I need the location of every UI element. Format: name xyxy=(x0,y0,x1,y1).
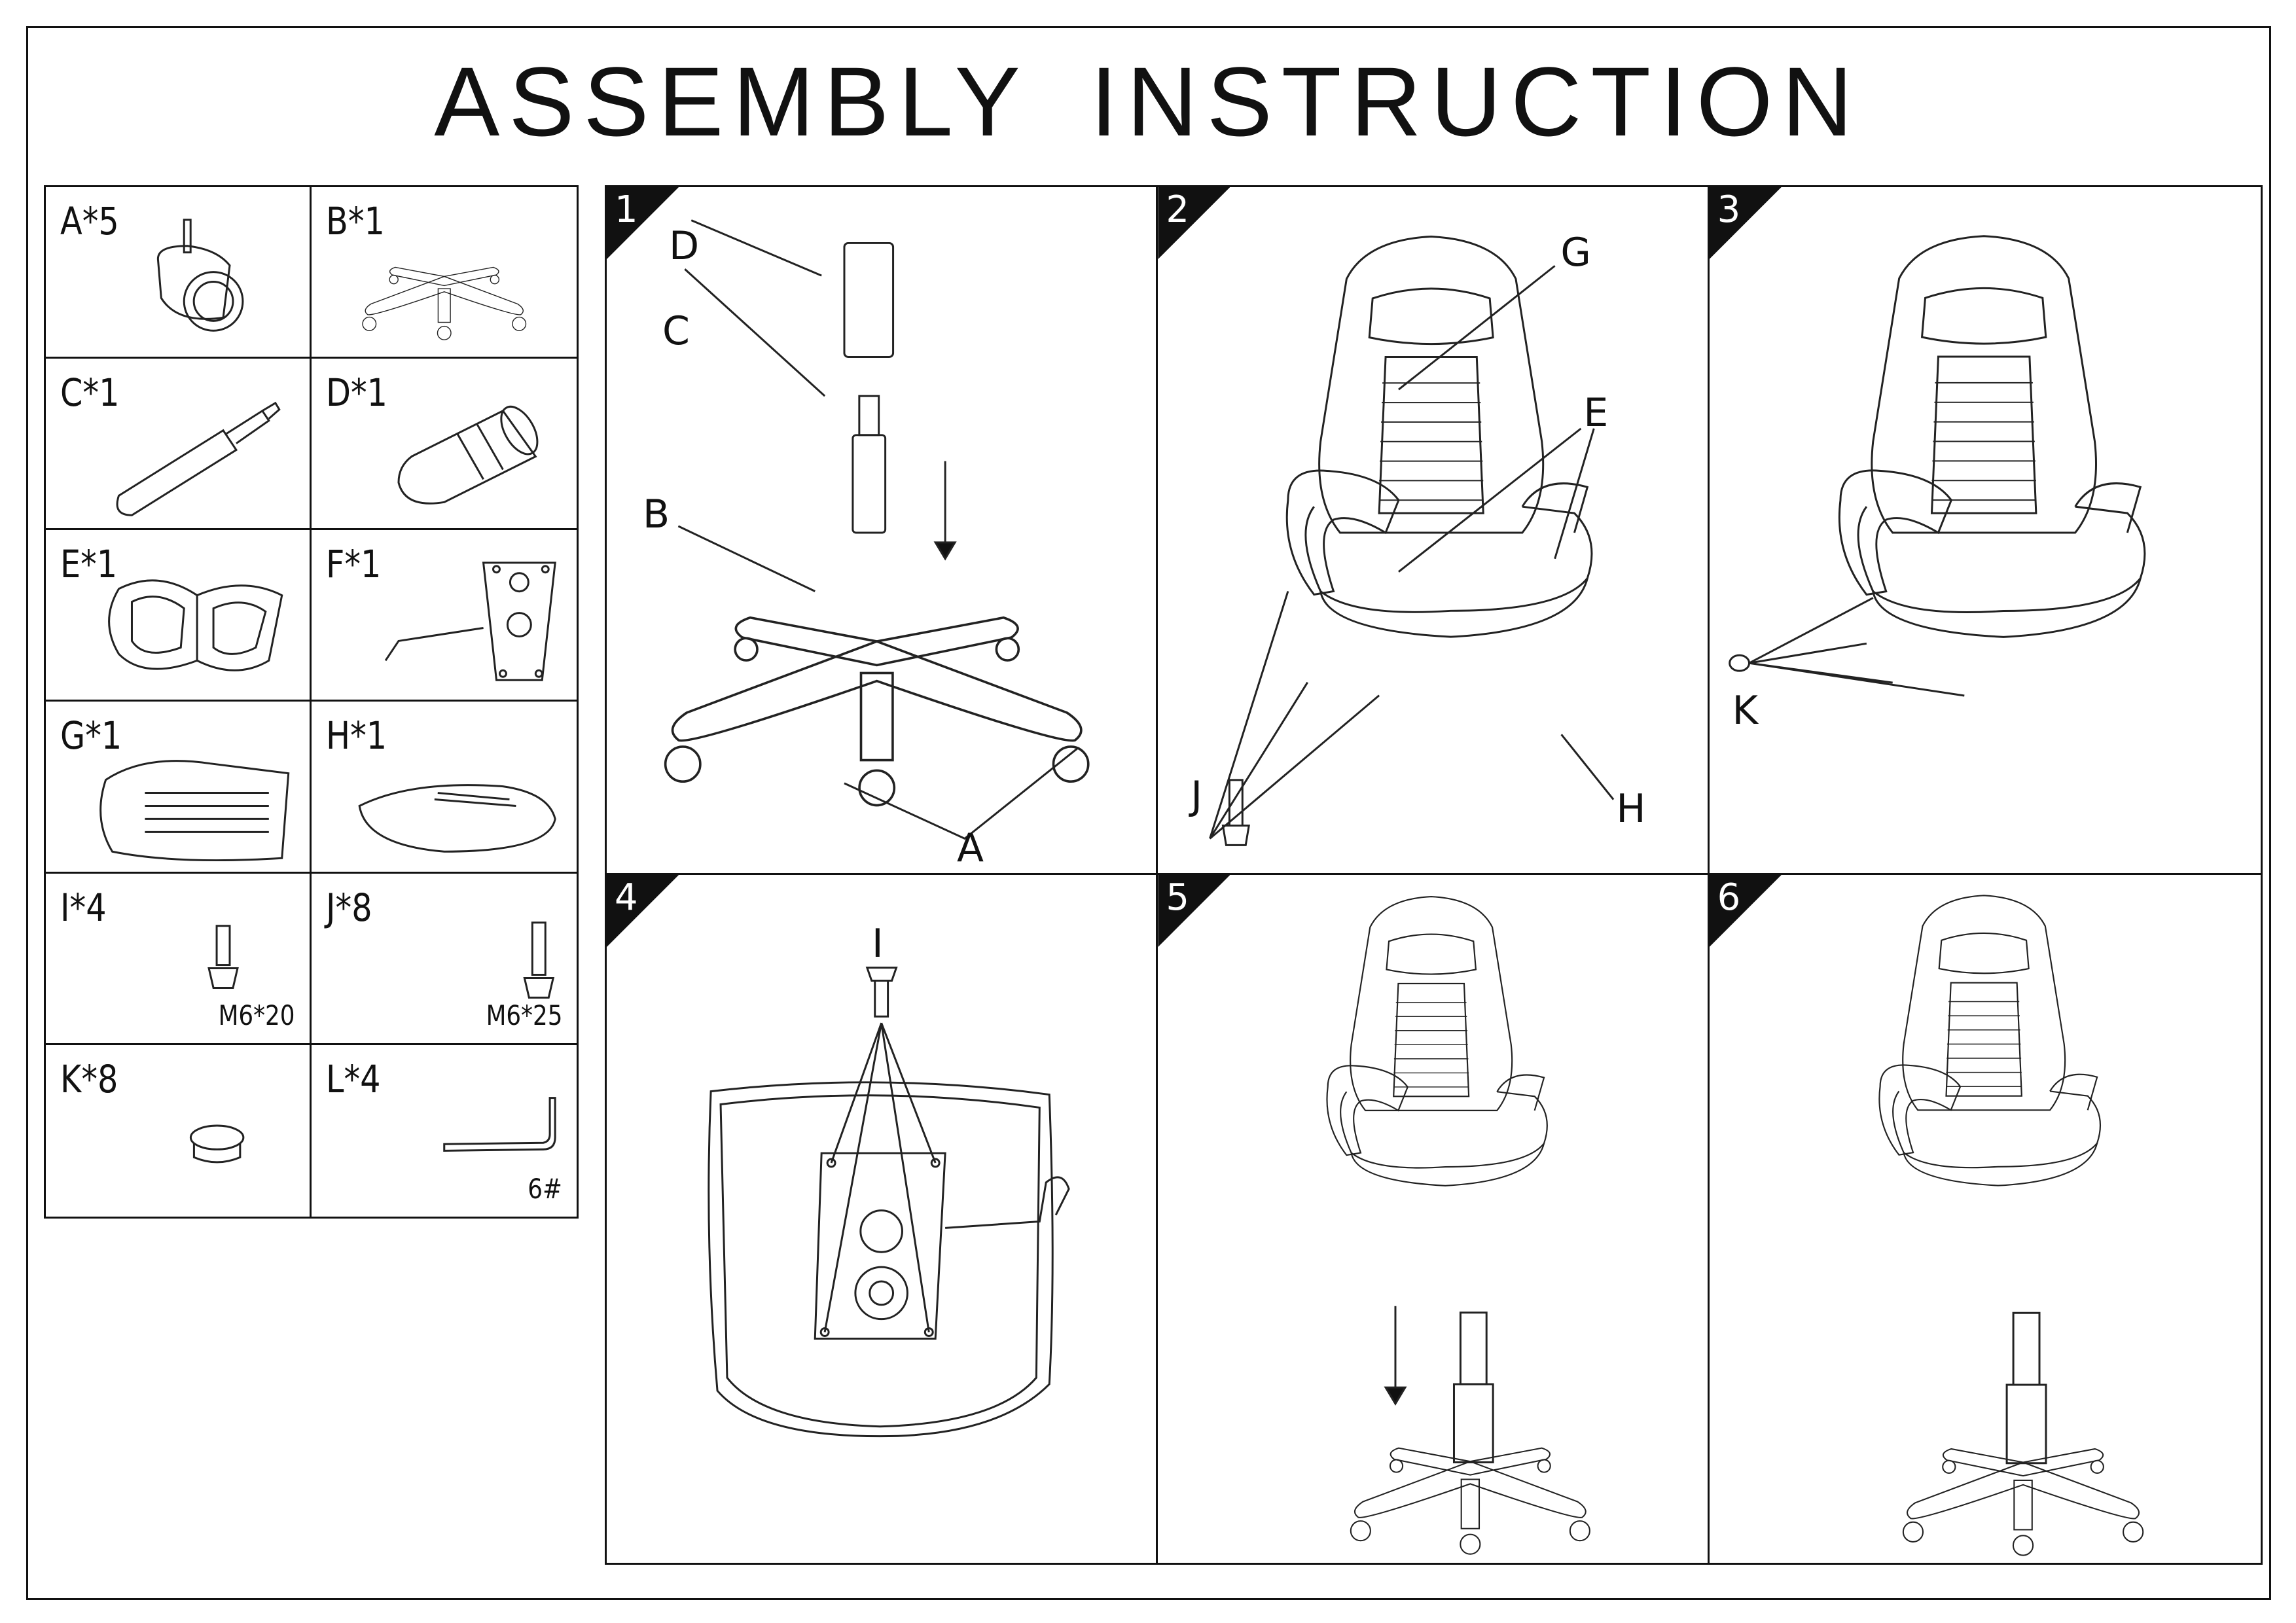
part-label: K*8 xyxy=(60,1056,118,1101)
bolt-icon xyxy=(207,924,239,989)
step-5-panel: 5 xyxy=(1158,875,1710,1563)
part-label: C*1 xyxy=(60,370,120,416)
base-assembly-illustration xyxy=(664,219,1090,840)
caster-wheel-icon xyxy=(156,219,244,332)
part-label: J*8 xyxy=(325,885,372,930)
armrest-seat-assembly-illustration xyxy=(1209,235,1615,846)
seat-to-base-illustration xyxy=(1326,895,1591,1555)
lift-cover-icon xyxy=(397,406,538,505)
part-spec: M6*25 xyxy=(486,999,562,1031)
callout-c: C xyxy=(662,308,690,354)
callout-h: H xyxy=(1616,786,1646,832)
mechanism-to-seat-illustration xyxy=(708,967,1070,1438)
bolt-icon xyxy=(522,921,554,999)
callout-e: E xyxy=(1583,390,1609,436)
step-6-panel: 6 xyxy=(1709,875,2261,1563)
page-frame xyxy=(26,26,2271,1600)
parts-list: A*5 B*1 C*1 D*1 E*1 F*1 G*1 H*1 I*4 M6*2… xyxy=(44,185,579,1219)
part-label: A*5 xyxy=(60,199,119,243)
completed-chair-illustration xyxy=(1878,895,2144,1556)
seat-icon xyxy=(358,784,556,853)
callout-k: K xyxy=(1732,688,1759,734)
part-h: H*1 xyxy=(311,702,577,874)
part-b: B*1 xyxy=(311,187,577,359)
callout-j: J xyxy=(1191,773,1203,819)
backrest-icon xyxy=(99,760,290,862)
part-label: E*1 xyxy=(60,542,118,587)
part-i: I*4 M6*20 xyxy=(46,873,312,1045)
part-a: A*5 xyxy=(46,187,312,359)
part-label: I*4 xyxy=(60,885,107,930)
cap-icon xyxy=(189,1124,245,1164)
callout-a: A xyxy=(957,825,984,871)
part-label: D*1 xyxy=(325,370,387,416)
part-k: K*8 xyxy=(46,1044,312,1217)
step-1-panel: 1 D C B A xyxy=(607,187,1158,875)
step-2-panel: 2 G E J H xyxy=(1158,187,1710,875)
part-label: F*1 xyxy=(325,542,381,587)
part-e: E*1 xyxy=(46,530,312,702)
cap-insertion-illustration xyxy=(1728,235,2146,697)
part-spec: M6*20 xyxy=(218,999,295,1031)
callout-b: B xyxy=(643,491,670,537)
five-star-base-icon xyxy=(361,266,526,340)
page-title: ASSEMBLY INSTRUCTION xyxy=(434,46,1862,156)
callout-d: D xyxy=(669,223,700,269)
step-number: 1 xyxy=(615,188,638,231)
part-d: D*1 xyxy=(311,359,577,531)
step-number: 3 xyxy=(1717,188,1741,231)
allen-key-icon xyxy=(442,1096,556,1152)
part-label: B*1 xyxy=(325,199,385,243)
step-number: 2 xyxy=(1166,188,1189,231)
step-number: 5 xyxy=(1166,876,1189,919)
armrest-icon xyxy=(108,579,283,672)
step-4-panel: 4 I xyxy=(607,875,1158,1563)
gas-lift-icon xyxy=(116,401,281,516)
callout-i: I xyxy=(872,921,884,967)
part-l: L*4 6# xyxy=(312,1045,577,1217)
tilt-mechanism-icon xyxy=(384,562,556,682)
part-spec: 6# xyxy=(528,1172,562,1205)
part-label: G*1 xyxy=(60,713,122,758)
step-number: 4 xyxy=(615,876,638,919)
step-number: 6 xyxy=(1717,876,1741,919)
part-label: L*4 xyxy=(325,1056,380,1101)
steps-grid: 1 D C B A 2 G E J H 3 K xyxy=(605,185,2263,1565)
part-f: F*1 xyxy=(311,530,577,702)
part-c: C*1 xyxy=(46,359,312,531)
step-3-panel: 3 K xyxy=(1709,187,2261,875)
part-g: G*1 xyxy=(46,702,312,874)
part-j: J*8 M6*25 xyxy=(311,874,577,1045)
callout-g: G xyxy=(1560,230,1591,276)
part-label: H*1 xyxy=(325,713,387,758)
